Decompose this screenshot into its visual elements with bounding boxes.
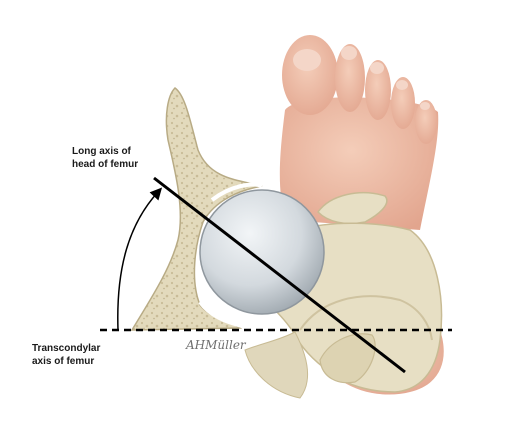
long-axis-line: [153, 176, 406, 374]
artist-signature: AHMüller: [185, 338, 247, 352]
toe-4-nail: [396, 80, 408, 90]
acetabular-cartilage: [198, 182, 263, 328]
toe-2-nail: [341, 46, 357, 60]
greater-trochanter: [317, 192, 388, 225]
lesser-trochanter: [319, 333, 376, 384]
big-toe-nail: [293, 49, 321, 71]
long-axis-label-line2: head of femur: [72, 159, 139, 170]
toe-5-nail: [420, 102, 430, 110]
toe-3: [365, 60, 391, 120]
femoral-head: [199, 189, 325, 315]
acetabulum-section: [130, 87, 263, 331]
long-axis-label-line1: Long axis of: [72, 146, 131, 157]
toe-3-nail: [370, 62, 384, 74]
transcondylar-label-line2: axis of femur: [32, 356, 95, 367]
foot-sole: [279, 97, 439, 230]
femur-shadow: [244, 331, 309, 399]
toe-4: [391, 77, 415, 129]
angle-arc-arrow: [117, 187, 163, 331]
toe-5: [415, 100, 437, 144]
transcondylar-label-line1: Transcondylar: [32, 343, 101, 354]
long-axis-label: Long axis of head of femur: [72, 145, 138, 171]
intertrochanteric-ridge: [299, 295, 433, 341]
toe-2: [335, 44, 365, 112]
big-toe: [282, 35, 338, 115]
transcondylar-axis-label: Transcondylar axis of femur: [32, 342, 100, 368]
